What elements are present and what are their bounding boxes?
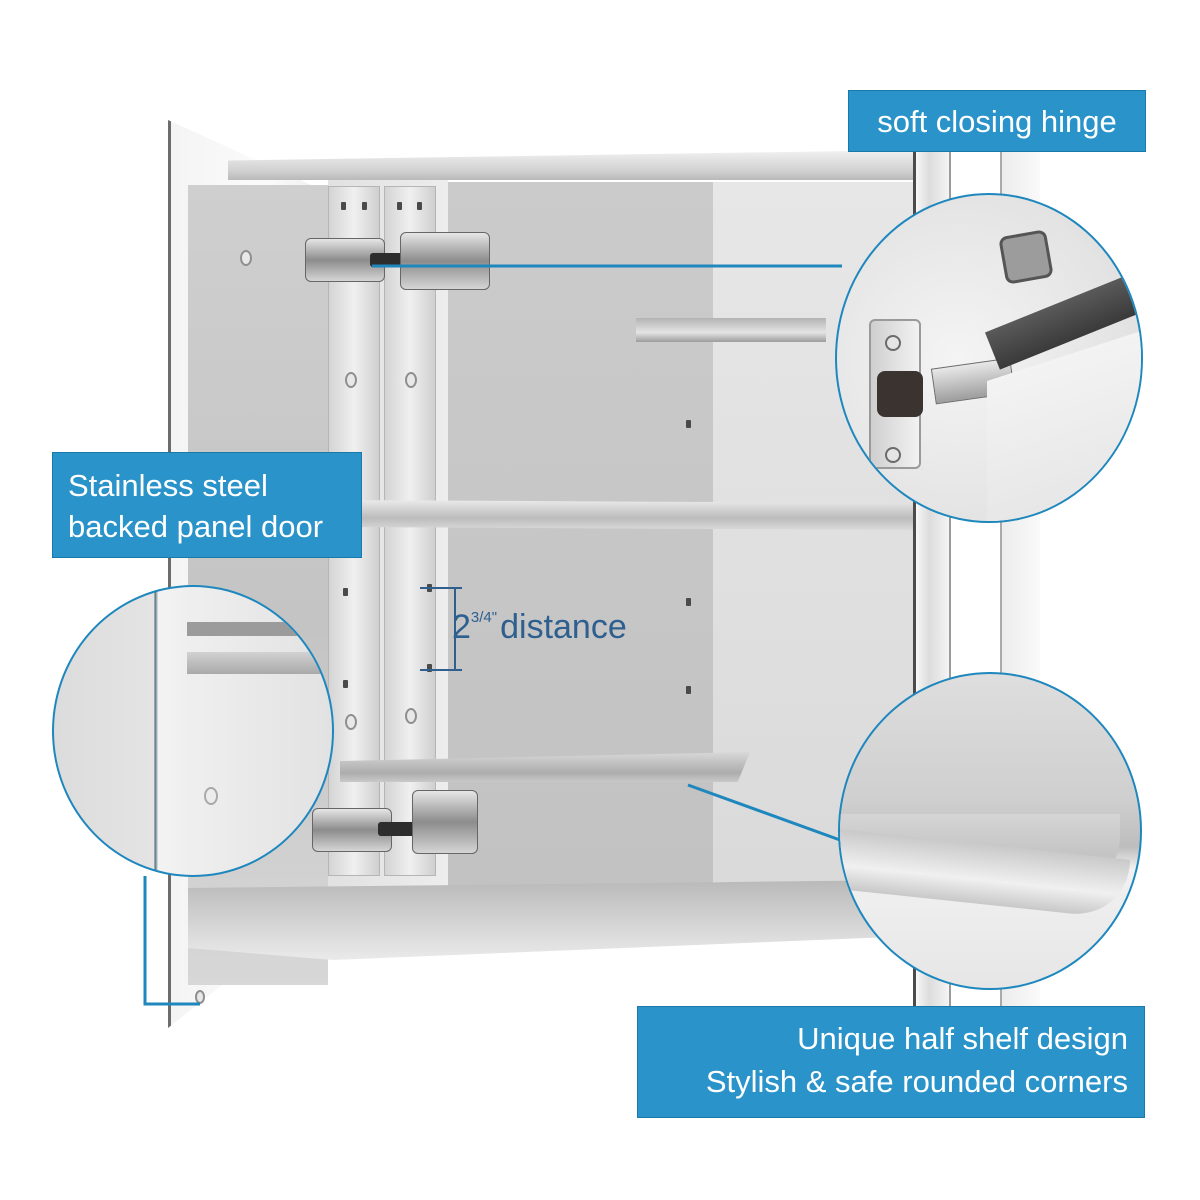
door-screw bbox=[195, 990, 205, 1004]
bottom-hinge-plate bbox=[412, 790, 478, 854]
door-label-line-1: Stainless steel bbox=[68, 468, 268, 503]
upper-half-shelf bbox=[636, 318, 826, 342]
shelf-peg-hole bbox=[686, 420, 691, 428]
mounting-hole bbox=[362, 202, 367, 210]
shelf-peg-hole bbox=[686, 598, 691, 606]
cabinet-bottom bbox=[188, 880, 913, 960]
hinge-label-text: soft closing hinge bbox=[877, 104, 1117, 139]
door-screw bbox=[240, 250, 252, 266]
top-hinge-plate bbox=[400, 232, 490, 290]
mounting-hole bbox=[397, 202, 402, 210]
middle-full-shelf bbox=[328, 500, 913, 530]
shelf-label-line-2: Stylish & safe rounded corners bbox=[705, 1064, 1128, 1099]
hinge-knuckle bbox=[877, 371, 923, 417]
shelf-feature-label: Unique half shelf design Stylish & safe … bbox=[637, 1006, 1145, 1118]
door-screw bbox=[204, 787, 218, 805]
mounting-hole bbox=[341, 202, 346, 210]
cabinet-top-frame bbox=[228, 150, 913, 180]
adjustment-hole bbox=[345, 372, 357, 388]
measurement-whole: 2 bbox=[452, 608, 471, 646]
mounting-hole bbox=[417, 202, 422, 210]
hinge-detail-circle bbox=[835, 193, 1143, 523]
measurement-text: distance bbox=[500, 608, 627, 646]
shelf-peg-hole bbox=[343, 588, 348, 596]
shelf-edge bbox=[187, 622, 332, 636]
door-label-line-2: backed panel door bbox=[68, 509, 324, 544]
door-detail-circle bbox=[52, 585, 334, 877]
shelf-spacing-measurement: 23/4"distance bbox=[452, 608, 627, 647]
door-feature-label: Stainless steel backed panel door bbox=[52, 452, 362, 558]
adjustment-hole bbox=[345, 714, 357, 730]
shelf-peg-hole bbox=[427, 664, 432, 672]
shelf-label-line-1: Unique half shelf design bbox=[797, 1021, 1128, 1056]
bottom-hinge-cup bbox=[312, 808, 392, 852]
screw-icon bbox=[885, 335, 901, 351]
measurement-fraction: 3/4" bbox=[470, 609, 498, 626]
soft-closing-hinge-label: soft closing hinge bbox=[848, 90, 1146, 152]
shelf-peg-hole bbox=[427, 584, 432, 592]
shelf-corner-detail-circle bbox=[838, 672, 1142, 990]
shelf-edge bbox=[187, 652, 332, 674]
shelf-peg-hole bbox=[343, 680, 348, 688]
screw-icon bbox=[885, 447, 901, 463]
hinge-adjust-screw bbox=[998, 229, 1054, 285]
adjustment-hole bbox=[405, 708, 417, 724]
adjustment-hole bbox=[405, 372, 417, 388]
shelf-peg-hole bbox=[686, 686, 691, 694]
